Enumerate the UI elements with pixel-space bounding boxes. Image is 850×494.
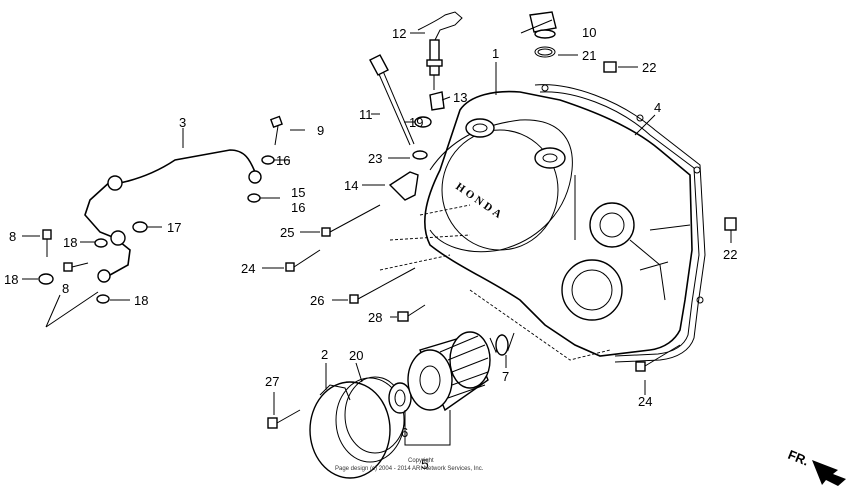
- callout-24-right: 24: [638, 394, 652, 409]
- callout-21: 21: [582, 48, 596, 63]
- callout-24-left: 24: [241, 261, 255, 276]
- callout-18-left: 18: [4, 272, 18, 287]
- front-arrow-icon: [812, 460, 846, 486]
- callout-5: 5: [421, 456, 429, 472]
- callout-8-upper: 8: [9, 229, 16, 244]
- callout-12: 12: [392, 26, 406, 41]
- callout-26: 26: [310, 293, 324, 308]
- oil-pipe: [84, 149, 262, 283]
- callout-6: 6: [401, 425, 408, 440]
- callout-9: 9: [317, 123, 324, 138]
- callout-10: 10: [582, 25, 596, 40]
- front-label: FR.: [786, 447, 811, 469]
- callout-7: 7: [502, 369, 509, 384]
- callout-labels: 1 2 3 4 5 6 7 8 8 9 10 11 12 13 14 15 16…: [4, 25, 737, 472]
- callout-8-lower: 8: [62, 281, 69, 296]
- callout-28: 28: [368, 310, 382, 325]
- callout-16-lower: 16: [291, 200, 305, 215]
- callout-22-lower: 22: [723, 247, 737, 262]
- callout-1: 1: [492, 46, 499, 61]
- callout-25: 25: [280, 225, 294, 240]
- callout-14: 14: [344, 178, 358, 193]
- callout-11: 11: [359, 107, 373, 122]
- assembly-guide-lines: [379, 204, 611, 361]
- filter-cover: [267, 376, 406, 479]
- callout-18-mid: 18: [63, 235, 77, 250]
- callout-27: 27: [265, 374, 279, 389]
- leader-lines: [22, 19, 732, 425]
- callout-4: 4: [654, 100, 661, 115]
- crankcase-cover: HONDA: [424, 90, 693, 357]
- callout-19: 19: [409, 115, 423, 130]
- cover-logo-text: HONDA: [453, 181, 506, 223]
- cover-gasket: [534, 84, 706, 363]
- callout-15: 15: [291, 185, 305, 200]
- callout-20: 20: [349, 348, 363, 363]
- oil-filter: [388, 331, 515, 446]
- copyright-line-2: Page design (c) 2004 - 2014 ARI Network …: [335, 466, 484, 472]
- callout-17: 17: [167, 220, 181, 235]
- cover-bolts: [285, 204, 681, 372]
- callout-16-upper: 16: [276, 153, 290, 168]
- callout-18-right: 18: [134, 293, 148, 308]
- callout-13: 13: [453, 90, 467, 105]
- top-components: [369, 11, 737, 231]
- copyright-line-1: Copyright: [408, 458, 434, 464]
- front-direction-indicator: FR.: [786, 447, 846, 486]
- callout-23: 23: [368, 151, 382, 166]
- pipe-hardware: [38, 115, 283, 328]
- callout-3: 3: [179, 115, 186, 130]
- callout-2: 2: [321, 347, 328, 362]
- callout-22-upper: 22: [642, 60, 656, 75]
